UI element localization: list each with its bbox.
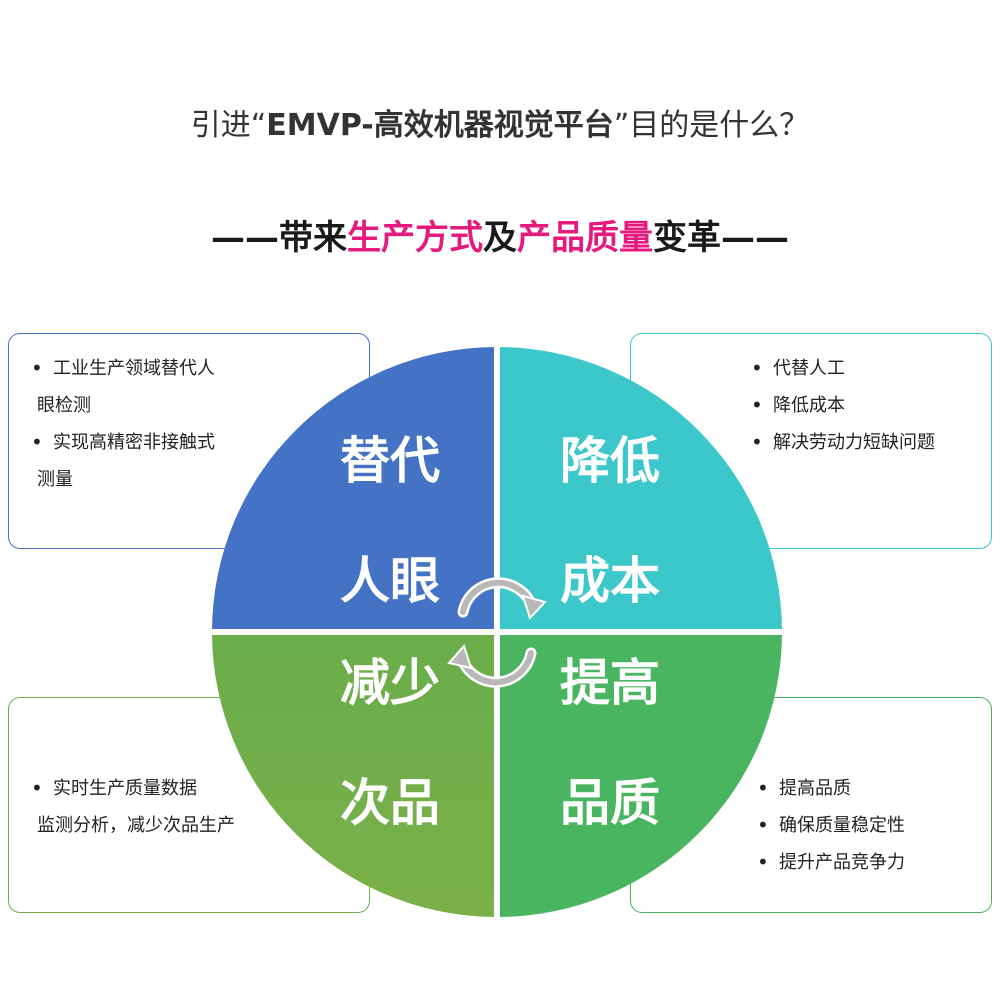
quadrant-top-right-line1: 降低 [560, 432, 660, 490]
quadrant-top-left-line2: 人眼 [340, 552, 440, 610]
quadrant-top-left-line1: 替代 [340, 432, 440, 490]
subtitle-dash-right: —— [721, 218, 789, 258]
question-suffix: ”目的是什么？ [613, 108, 810, 143]
page-question: 引进“EMVP-高效机器视觉平台”目的是什么？ [0, 100, 1000, 144]
quadrant-bottom-left-line1: 减少 [340, 654, 440, 712]
quadrant-bottom-right-line2: 品质 [560, 774, 660, 832]
question-brand: EMVP-高效机器视觉平台 [266, 108, 614, 143]
card-replace-eye-list: 工业生产领域替代人 眼检测 实现高精密非接触式 测量 [29, 350, 244, 498]
card-improve-quality-list: 提高品质 确保质量稳定性 提升产品竞争力 [755, 770, 991, 881]
list-item: 工业生产领域替代人 [29, 350, 244, 387]
question-prefix: 引进“ [190, 108, 267, 143]
card-reduce-cost-list: 代替人工 降低成本 解决劳动力短缺问题 [749, 350, 991, 461]
list-item: 实时生产质量数据 [29, 770, 369, 807]
list-item-continued: 测量 [37, 469, 73, 490]
list-item-continued: 眼检测 [37, 395, 91, 416]
card-reduce-defects-list: 实时生产质量数据 监测分析，减少次品生产 [29, 770, 369, 844]
cycle-arrows-icon [447, 577, 547, 688]
list-item: 解决劳动力短缺问题 [749, 424, 991, 461]
list-item: 确保质量稳定性 [755, 807, 991, 844]
subtitle-part3: 变革 [653, 218, 721, 258]
list-item-continued: 监测分析，减少次品生产 [37, 815, 235, 836]
quadrant-top-left [212, 347, 494, 629]
page-subtitle: ——带来生产方式及产品质量变革—— [0, 210, 1000, 259]
quadrant-bottom-right-line1: 提高 [560, 654, 660, 712]
list-item: 提升产品竞争力 [755, 844, 991, 881]
list-item: 实现高精密非接触式 [29, 424, 244, 461]
subtitle-dash-left: —— [211, 218, 279, 258]
subtitle-highlight-production: 生产方式 [347, 218, 483, 258]
subtitle-highlight-quality: 产品质量 [517, 218, 653, 258]
list-item: 降低成本 [749, 387, 991, 424]
subtitle-part2: 及 [483, 218, 517, 258]
list-item: 代替人工 [749, 350, 991, 387]
quadrant-top-right [500, 347, 782, 629]
quadrant-bottom-left [212, 635, 494, 917]
quadrant-bottom-right [500, 635, 782, 917]
subtitle-part1: 带来 [279, 218, 347, 258]
list-item: 提高品质 [755, 770, 991, 807]
quadrant-top-right-line2: 成本 [560, 552, 660, 610]
quadrant-bottom-left-line2: 次品 [340, 774, 440, 832]
